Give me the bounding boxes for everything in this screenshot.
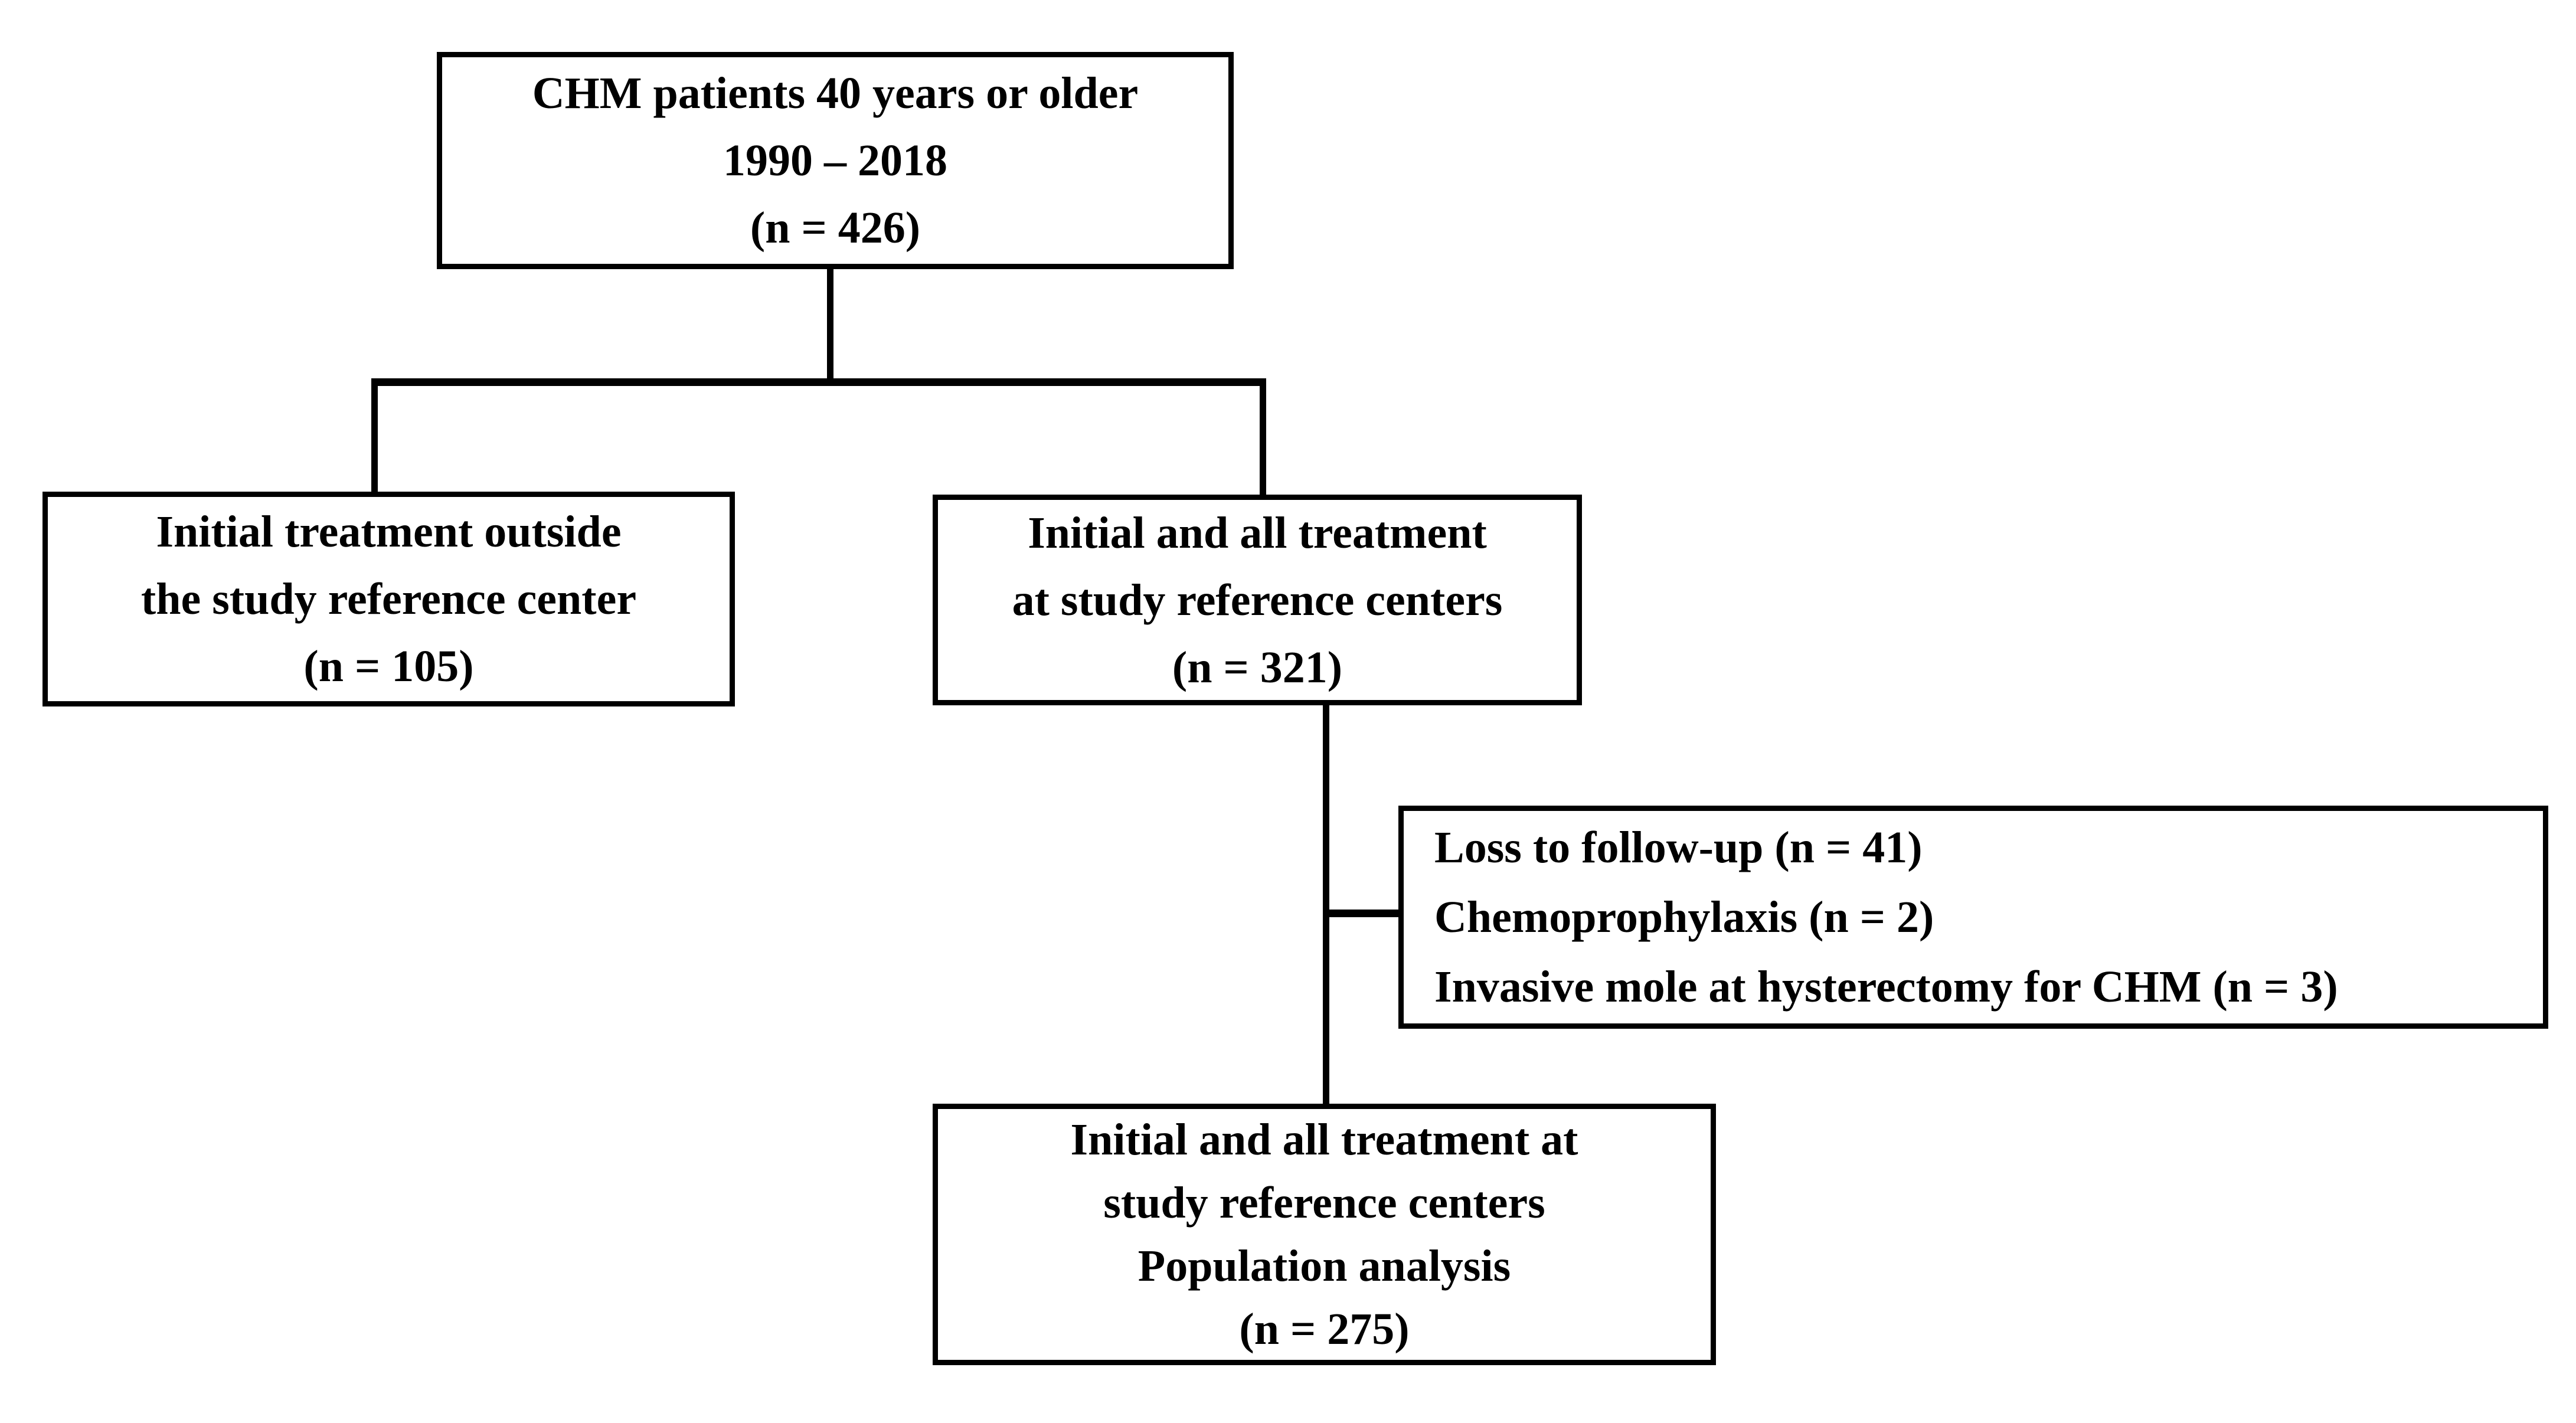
connector-reference-to-population-vertical [1323,704,1329,1108]
box-text-line: (n = 426) [750,203,921,253]
box-chm-patients-total: CHM patients 40 years or older 1990 – 20… [437,52,1234,269]
box-text-line: (n = 105) [303,642,474,691]
box-text-line: CHM patients 40 years or older [532,68,1139,118]
box-text-line: Initial and all treatment at [1070,1114,1578,1164]
box-text-line: Invasive mole at hysterectomy for CHM (n… [1434,962,2338,1012]
connector-top-vertical [827,267,833,385]
box-exclusions: Loss to follow-up (n = 41) Chemoprophyla… [1398,806,2548,1029]
box-text-line: the study reference center [140,574,637,624]
box-text-line: Initial and all treatment [1028,508,1487,558]
box-text-line: Loss to follow-up (n = 41) [1434,823,1923,872]
connector-right-branch-vertical [1260,378,1266,499]
box-text-line: Population analysis [1137,1241,1511,1291]
box-text-line: at study reference centers [1012,575,1503,625]
box-initial-treatment-outside: Initial treatment outside the study refe… [43,492,735,706]
box-text-line: study reference centers [1103,1177,1545,1228]
box-text-line: 1990 – 2018 [723,136,947,185]
box-text-line: (n = 321) [1172,642,1343,692]
connector-left-branch-vertical [371,378,378,496]
connector-exclusions-stub [1323,910,1403,917]
box-text-line: Initial treatment outside [156,507,622,557]
box-text-line: Chemoprophylaxis (n = 2) [1434,892,1934,942]
box-text-line: (n = 275) [1239,1304,1410,1354]
box-treatment-at-reference-centers: Initial and all treatment at study refer… [933,495,1582,705]
box-population-analysis: Initial and all treatment at study refer… [933,1104,1716,1365]
connector-branch-horizontal [371,378,1266,386]
